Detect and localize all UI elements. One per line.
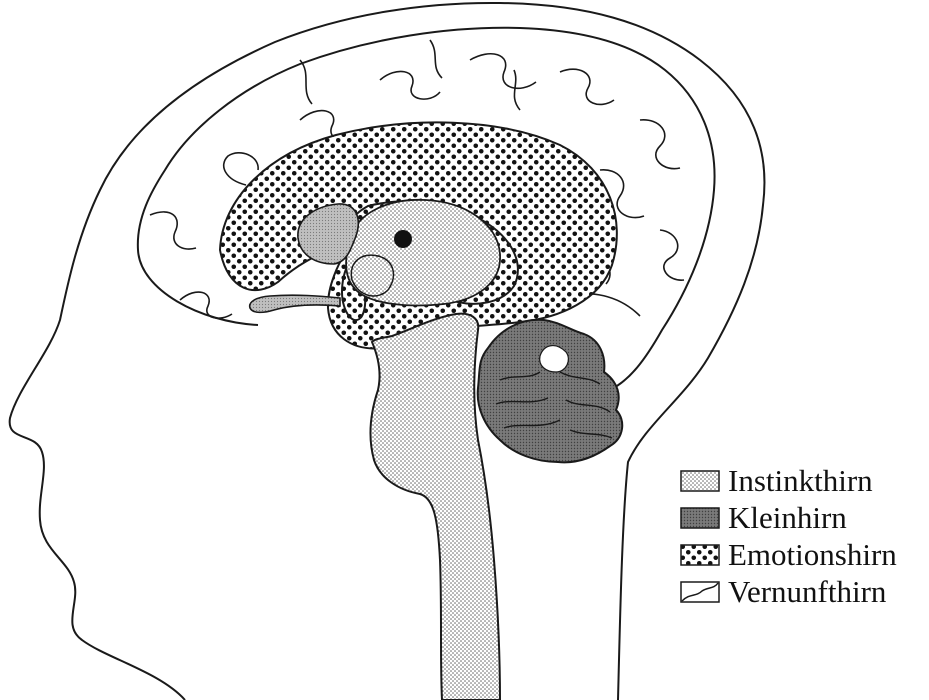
legend-item-instinkthirn: Instinkthirn: [680, 462, 925, 499]
legend-label-emotionshirn: Emotionshirn: [728, 539, 897, 570]
legend: Instinkthirn Kleinhirn Emotionshirn Vern…: [680, 462, 925, 610]
dark-shade-swatch-icon: [680, 507, 720, 529]
legend-label-kleinhirn: Kleinhirn: [728, 502, 847, 533]
kleinhirn-region: [478, 320, 623, 463]
fourth-ventricle: [540, 346, 569, 372]
hypothalamus-lobe: [351, 255, 393, 296]
center-nucleus: [394, 230, 412, 248]
legend-item-kleinhirn: Kleinhirn: [680, 499, 925, 536]
legend-item-vernunfthirn: Vernunfthirn: [680, 573, 925, 610]
fine-dots-swatch-icon: [680, 470, 720, 492]
olfactory-bulb: [250, 295, 340, 312]
coarse-dots-swatch-icon: [680, 544, 720, 566]
outline-swatch-icon: [680, 581, 720, 603]
legend-item-emotionshirn: Emotionshirn: [680, 536, 925, 573]
legend-label-vernunfthirn: Vernunfthirn: [728, 576, 886, 607]
legend-label-instinkthirn: Instinkthirn: [728, 465, 873, 496]
